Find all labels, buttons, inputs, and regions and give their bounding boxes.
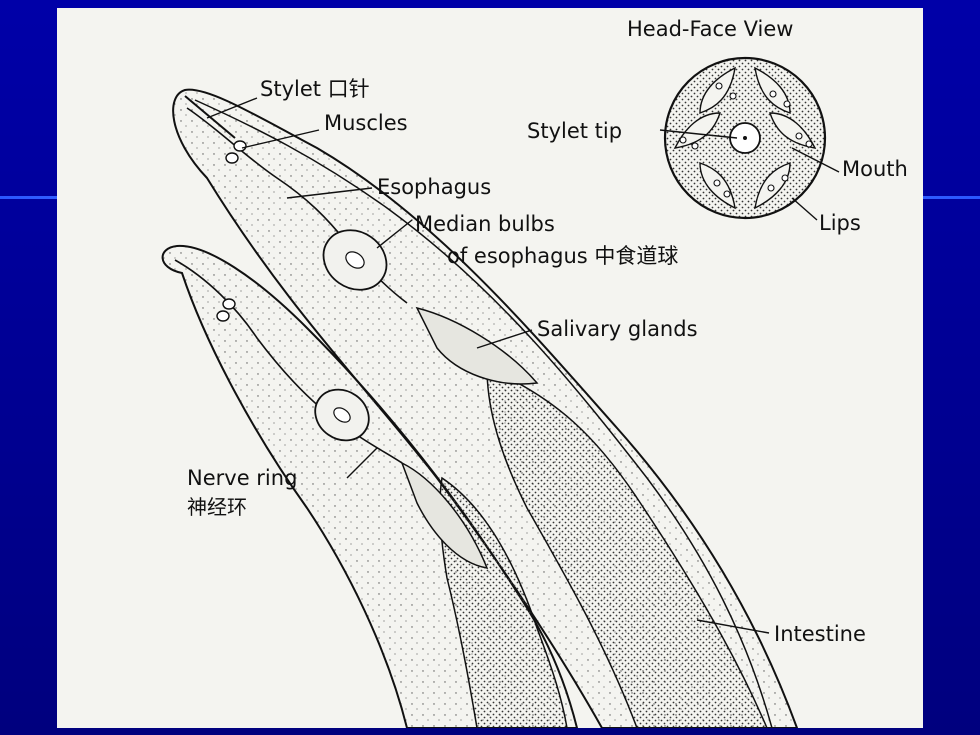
median-bulb-lower-core bbox=[333, 407, 351, 423]
figure-labels: Head-Face View Stylet tip Mouth Lips Sty… bbox=[187, 17, 908, 646]
label-median-bulbs-line1: Median bulbs bbox=[415, 212, 555, 236]
label-stylet: Stylet 口针 bbox=[260, 77, 370, 101]
worm-upper-inner-wall bbox=[194, 99, 773, 728]
label-nerve-ring-cn: 神经环 bbox=[187, 495, 247, 519]
label-salivary-glands: Salivary glands bbox=[537, 317, 698, 341]
nematode-diagram: Head-Face View Stylet tip Mouth Lips Sty… bbox=[161, 17, 908, 728]
label-stylet-tip: Stylet tip bbox=[527, 119, 622, 143]
salivary-gland-upper bbox=[415, 306, 539, 385]
inset-title: Head-Face View bbox=[627, 17, 793, 41]
stylet-tip-dot bbox=[743, 136, 747, 140]
muscle-knob-upper-a bbox=[233, 140, 247, 152]
head-face-view-inset bbox=[663, 56, 827, 220]
lip-1 bbox=[699, 66, 736, 114]
label-nerve-ring: Nerve ring bbox=[187, 466, 297, 490]
worm-lower bbox=[161, 244, 579, 728]
label-muscles: Muscles bbox=[324, 111, 408, 135]
label-median-bulbs-line2: of esophagus 中食道球 bbox=[447, 244, 678, 268]
esophagus-lower bbox=[174, 259, 403, 464]
muscle-knob-lower-a bbox=[222, 298, 236, 310]
leader-lines bbox=[206, 97, 840, 634]
label-lips: Lips bbox=[819, 211, 861, 235]
label-esophagus: Esophagus bbox=[377, 175, 491, 199]
intestine-upper bbox=[486, 366, 768, 728]
sensilla-dots bbox=[679, 82, 813, 198]
lip-4 bbox=[769, 112, 817, 149]
median-bulb-upper-core bbox=[345, 251, 365, 269]
label-intestine: Intestine bbox=[774, 622, 866, 646]
nematode-anatomy-figure: Head-Face View Stylet tip Mouth Lips Sty… bbox=[57, 8, 923, 728]
label-mouth: Mouth bbox=[842, 157, 908, 181]
muscle-knob-lower-b bbox=[216, 310, 230, 322]
muscle-knob-upper-b bbox=[225, 152, 239, 164]
salivary-gland-lower bbox=[400, 461, 489, 569]
